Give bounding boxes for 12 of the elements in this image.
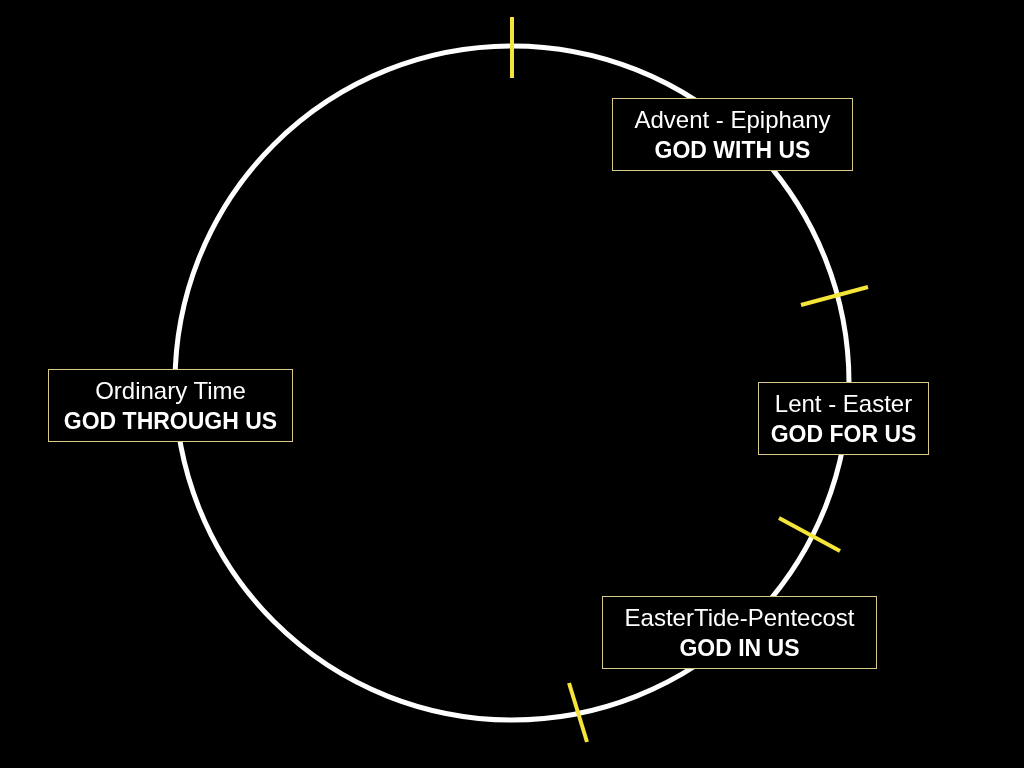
season-name: EasterTide-Pentecost [624,602,855,633]
season-label-box [612,98,853,171]
theme-text: GOD IN US [679,633,800,663]
season-name: Lent - Easter [774,388,913,419]
theme-text: GOD FOR US [770,419,917,449]
theme-text: GOD THROUGH US [63,406,278,436]
season-label-box [758,382,929,455]
season-name: Ordinary Time [95,375,246,406]
season-label-box [602,596,877,669]
theme-text: GOD WITH US [654,135,811,165]
season-label-box [48,369,293,442]
season-name: Advent - Epiphany [634,104,831,135]
